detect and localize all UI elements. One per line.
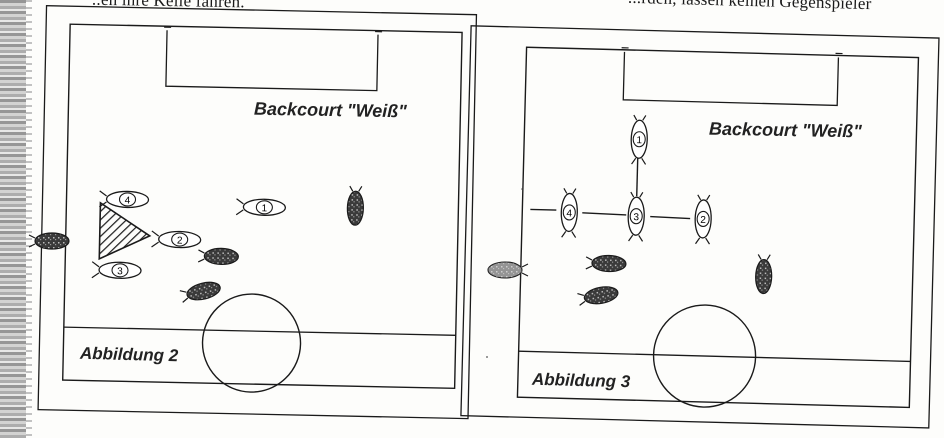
figure-3-caption: Abbildung 3: [531, 369, 631, 392]
player-number: 3: [633, 212, 639, 223]
dark-player-icon: [197, 247, 240, 266]
figure-3-frame: [460, 25, 940, 429]
player-number: 1: [636, 135, 642, 146]
figure-3-court: [516, 46, 920, 409]
dark-player-icon: [754, 253, 773, 295]
midcourt-line: [63, 326, 456, 336]
midcourt-line: [518, 350, 911, 363]
player-number: 4: [125, 195, 131, 206]
figure-2: 4 1 2 3: [37, 5, 478, 420]
figure-2-court: [61, 23, 463, 390]
goal-icon: [622, 51, 840, 107]
center-circle-icon: [201, 293, 302, 393]
figure-2-frame: [37, 5, 478, 420]
dark-player-icon: [346, 185, 365, 226]
center-circle-icon: [652, 304, 757, 408]
figure-3-backcourt-label: Backcourt "Weiß": [708, 118, 862, 142]
dark-player-icon: [28, 232, 70, 250]
dark-player-icon: [585, 254, 627, 273]
scan-edge: [0, 0, 32, 438]
player-number: 2: [177, 235, 183, 246]
player-number: 1: [261, 203, 267, 214]
dark-player-icon: [576, 283, 620, 308]
goal-icon: [165, 30, 379, 92]
figure-2-backcourt-label: Backcourt "Weiß": [253, 98, 407, 122]
player-number: 2: [700, 215, 706, 226]
player-number: 4: [566, 208, 572, 219]
wedge-triangle-icon: [98, 201, 152, 261]
dark-player-icon: [178, 278, 223, 305]
ball-carrier-player-icon: [487, 261, 529, 279]
figure-3: 1 4 3 2: [460, 25, 940, 429]
player-number: 3: [117, 266, 123, 277]
figure-2-caption: Abbildung 2: [79, 343, 179, 366]
